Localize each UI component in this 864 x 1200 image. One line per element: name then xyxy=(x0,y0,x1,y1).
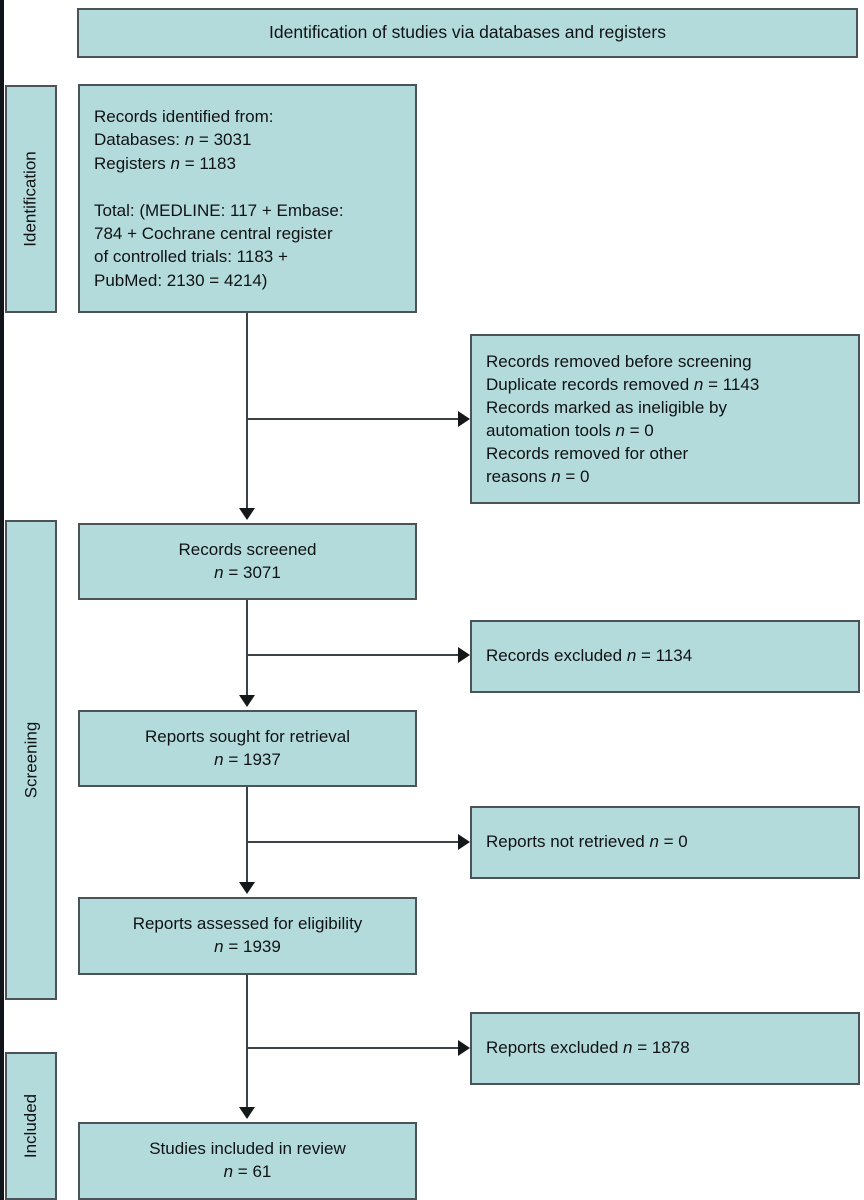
arrow-down-icon-identified-to-screened xyxy=(239,508,255,520)
node-reports-excluded-text: Reports excluded n = 1878 xyxy=(486,1038,690,1058)
node-records-removed-before-screening: Records removed before screening Duplica… xyxy=(470,334,860,504)
node-records-screened-text: Records screened n = 3071 xyxy=(178,539,317,582)
node-records-identified: Records identified from: Databases: n = … xyxy=(78,84,417,313)
node-studies-included-in-review: Studies included in review n = 61 xyxy=(78,1122,417,1200)
arrow-right-icon-screened-to-excluded xyxy=(458,647,470,663)
node-reports-not-retrieved-text: Reports not retrieved n = 0 xyxy=(486,832,688,852)
connector-assessed-to-included xyxy=(246,975,248,1110)
phase-label-included: Included xyxy=(5,1052,57,1200)
diagram-title: Identification of studies via databases … xyxy=(269,22,666,43)
arrow-down-icon-assessed-to-included xyxy=(239,1107,255,1119)
node-records-removed-before-screening-text: Records removed before screening Duplica… xyxy=(486,351,760,487)
connector-screened-to-sought xyxy=(246,600,248,698)
phase-label-screening: Screening xyxy=(5,520,57,1000)
connector-identified-to-removed xyxy=(247,418,459,420)
connector-screened-to-excluded xyxy=(247,654,459,656)
node-reports-assessed-for-eligibility: Reports assessed for eligibility n = 193… xyxy=(78,897,417,975)
phase-label-identification: Identification xyxy=(5,85,57,313)
arrow-right-icon-assessed-to-reports-excluded xyxy=(458,1040,470,1056)
figure-left-border xyxy=(0,0,4,1200)
node-reports-sought-for-retrieval: Reports sought for retrieval n = 1937 xyxy=(78,710,417,787)
node-reports-sought-for-retrieval-text: Reports sought for retrieval n = 1937 xyxy=(144,726,351,769)
phase-label-included-text: Included xyxy=(21,1093,40,1159)
arrow-right-icon-identified-to-removed xyxy=(458,411,470,427)
arrow-right-icon-sought-to-not-retrieved xyxy=(458,834,470,850)
connector-assessed-to-reports-excluded xyxy=(247,1047,459,1049)
phase-label-identification-text: Identification xyxy=(21,151,41,247)
connector-sought-to-assessed xyxy=(246,787,248,885)
connector-identified-to-screened xyxy=(246,313,248,511)
node-reports-assessed-for-eligibility-text: Reports assessed for eligibility n = 193… xyxy=(132,914,363,956)
connector-sought-to-not-retrieved xyxy=(247,841,459,843)
node-records-excluded: Records excluded n = 1134 xyxy=(470,620,860,693)
node-studies-included-in-review-text: Studies included in review n = 61 xyxy=(149,1139,346,1181)
node-records-excluded-text: Records excluded n = 1134 xyxy=(486,646,693,666)
node-records-screened: Records screened n = 3071 xyxy=(78,523,417,600)
node-reports-excluded: Reports excluded n = 1878 xyxy=(470,1012,860,1085)
arrow-down-icon-screened-to-sought xyxy=(239,695,255,707)
arrow-down-icon-sought-to-assessed xyxy=(239,882,255,894)
node-reports-not-retrieved: Reports not retrieved n = 0 xyxy=(470,806,860,879)
diagram-header-band: Identification of studies via databases … xyxy=(77,8,858,58)
node-records-identified-text: Records identified from: Databases: n = … xyxy=(94,106,344,290)
phase-label-screening-text: Screening xyxy=(21,721,40,799)
